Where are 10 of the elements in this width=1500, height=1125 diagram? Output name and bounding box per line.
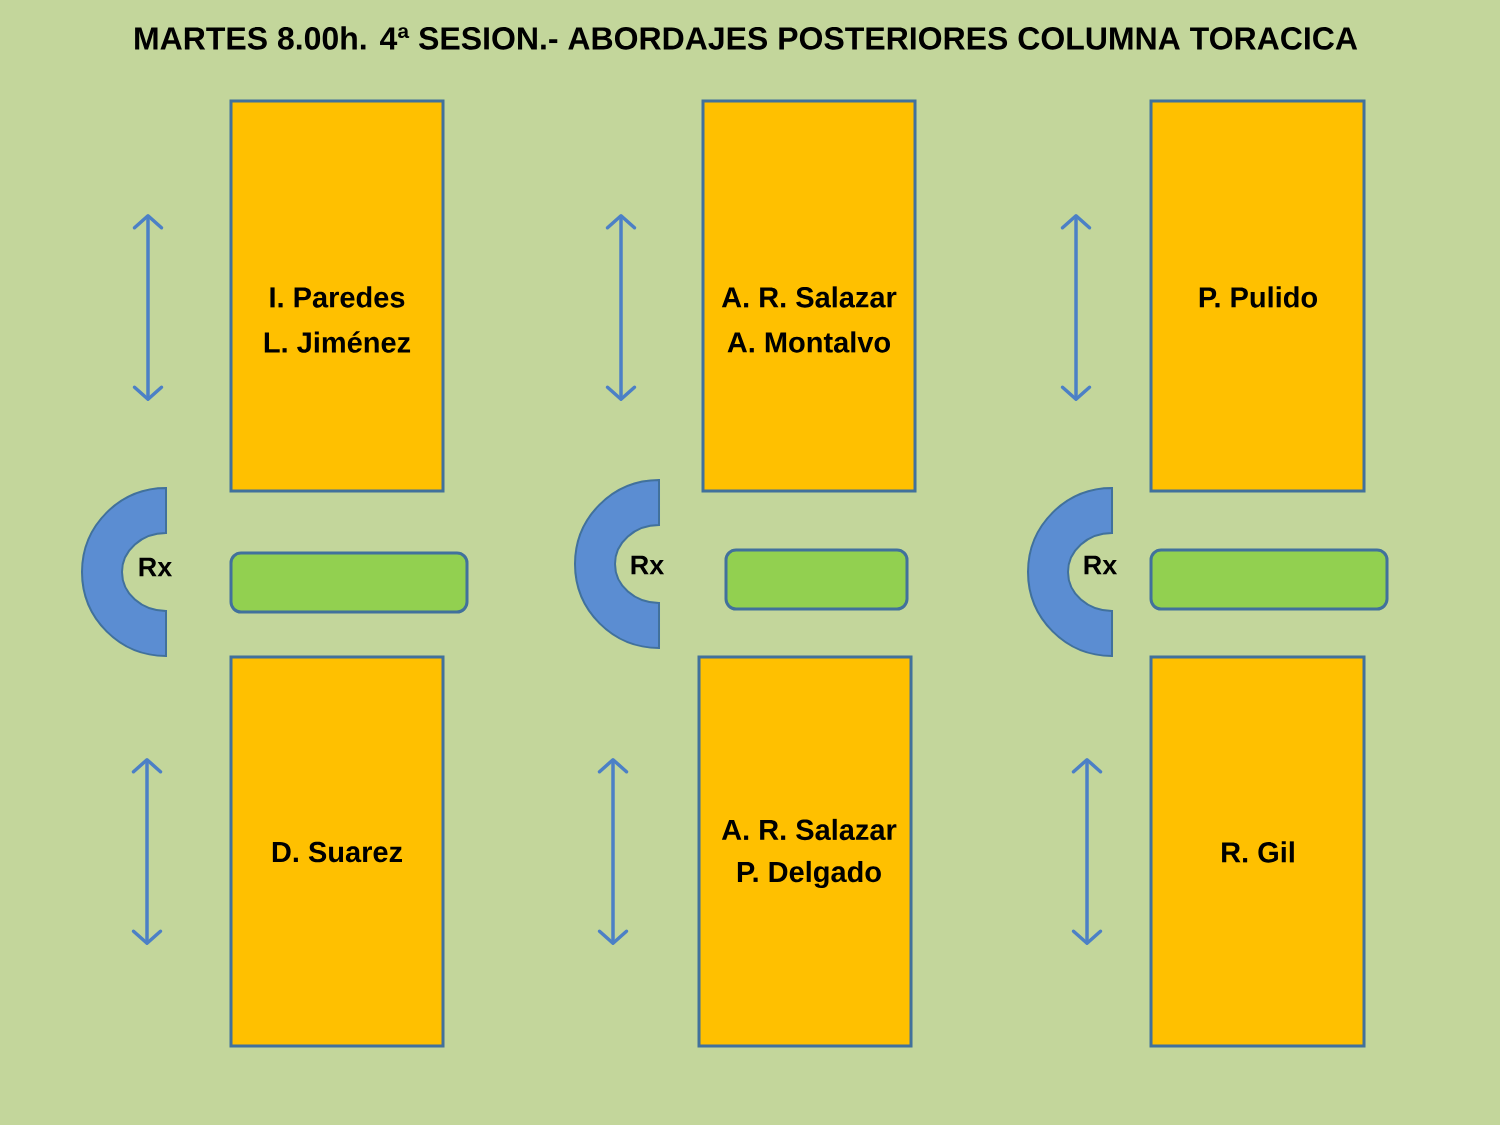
name-box: I. Paredes L. Jiménez [229, 99, 445, 493]
name-box: R. Gil [1149, 655, 1366, 1048]
name-box: A. R. Salazar P. Delgado [697, 655, 913, 1048]
title: MARTES 8.00h. 4ª SESION.- ABORDAJES POSTERIORES COLUMNA TORACICA [135, 26, 1358, 50]
name-box: A. R. Salazar A. Montalvo [701, 99, 917, 493]
rounded-box [1149, 548, 1389, 611]
name-box: P. Pulido [1149, 99, 1366, 493]
rounded-box [229, 551, 469, 614]
name-box: D. Suarez [229, 655, 445, 1048]
rounded-box [724, 548, 909, 611]
